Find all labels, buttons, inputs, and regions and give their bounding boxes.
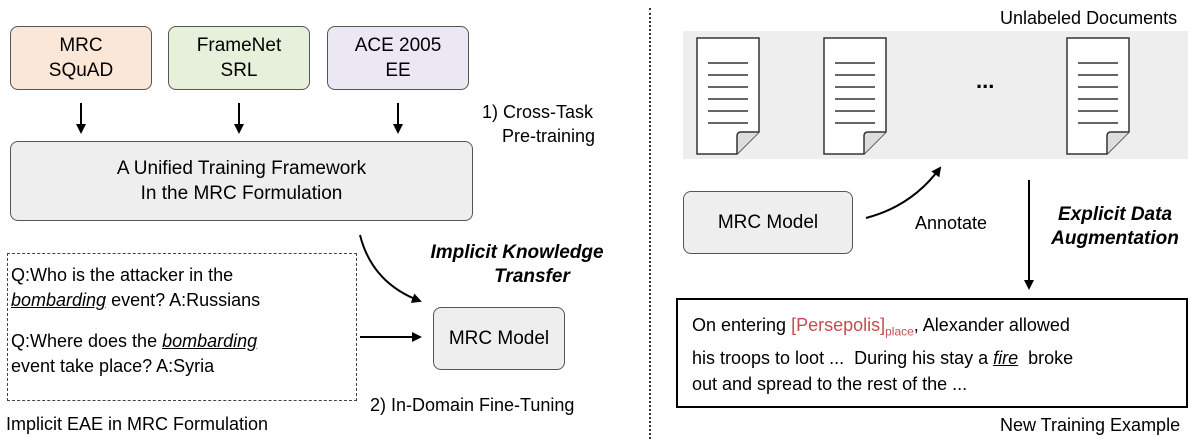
explicit-line2: Augmentation xyxy=(1051,228,1179,249)
q1-suffix: event? A:Russians xyxy=(106,290,261,310)
mrc-model-left: MRC Model xyxy=(433,307,565,370)
example-line2-pre: his troops to loot ... During his stay a xyxy=(692,347,994,368)
q1-prefix: Q:Who is the attacker in the xyxy=(11,265,234,285)
unified-framework-box: A Unified Training Framework In the MRC F… xyxy=(10,141,473,221)
source-line2: SRL xyxy=(220,60,258,81)
qa-question-1: Q:Who is the attacker in the bombarding … xyxy=(11,263,356,313)
document-icon xyxy=(823,37,887,155)
explicit-line1: Explicit Data xyxy=(1057,204,1173,225)
explicit-augmentation-label: Explicit Data Augmentation xyxy=(1040,203,1190,251)
source-box-mrc-squad: MRC SQuAD xyxy=(10,26,152,90)
pretrain-line1: 1) Cross-Task xyxy=(482,102,594,122)
implicit-line2: Transfer xyxy=(494,266,570,287)
unified-line2: In the MRC Formulation xyxy=(140,183,343,204)
q1-trigger: bombarding xyxy=(11,290,107,310)
source-line1: ACE 2005 xyxy=(354,35,442,56)
q2-trigger: bombarding xyxy=(162,331,258,351)
documents-ellipsis: ... xyxy=(976,68,995,93)
qa-example-box: Q:Who is the attacker in the bombarding … xyxy=(7,253,357,401)
q2-line2: event take place? A:Syria xyxy=(11,356,215,376)
new-example-label: New Training Example xyxy=(1000,415,1181,435)
source-line1: MRC xyxy=(59,35,103,56)
unified-line1: A Unified Training Framework xyxy=(116,158,367,179)
unlabeled-docs-label: Unlabeled Documents xyxy=(1000,8,1178,28)
document-icon xyxy=(696,37,760,155)
example-line-1: On entering [Persepolis]place, Alexander… xyxy=(692,312,1186,345)
pretrain-line2: Pre-training xyxy=(502,126,596,146)
annotate-label: Annotate xyxy=(915,213,988,233)
example-line-2: his troops to loot ... During his stay a… xyxy=(692,345,1186,371)
example-pre: On entering xyxy=(692,315,792,335)
source-line2: EE xyxy=(385,60,411,81)
implicit-line1: Implicit Knowledge xyxy=(430,242,604,263)
example-role: place xyxy=(885,324,914,339)
source-line1: FrameNet xyxy=(196,35,282,56)
eae-caption: Implicit EAE in MRC Formulation xyxy=(6,414,269,434)
qa-question-2: Q:Where does the bombarding event take p… xyxy=(11,329,356,379)
mrc-model-right: MRC Model xyxy=(683,191,853,254)
section-divider xyxy=(649,8,651,439)
mrc-model-right-label: MRC Model xyxy=(717,212,819,233)
source-line2: SQuAD xyxy=(48,60,114,81)
implicit-transfer-label: Implicit Knowledge Transfer xyxy=(417,241,617,289)
q2-prefix: Q:Where does the xyxy=(11,331,163,351)
pretrain-label: 1) Cross-Task Pre-training xyxy=(480,100,595,148)
example-entity: [Persepolis] xyxy=(791,315,886,335)
finetune-label: 2) In-Domain Fine-Tuning xyxy=(370,395,575,415)
example-line-3: out and spread to the rest of the ... xyxy=(692,373,968,394)
arrow-annotate xyxy=(865,166,942,219)
arrow-implicit-transfer xyxy=(359,234,422,303)
example-trigger: fire xyxy=(993,347,1019,368)
training-example-box: On entering [Persepolis]place, Alexander… xyxy=(676,298,1188,408)
example-line1-rest: , Alexander allowed xyxy=(913,315,1070,335)
mrc-model-left-label: MRC Model xyxy=(448,328,550,349)
document-icon xyxy=(1066,37,1130,155)
example-line2-post: broke xyxy=(1018,347,1074,368)
